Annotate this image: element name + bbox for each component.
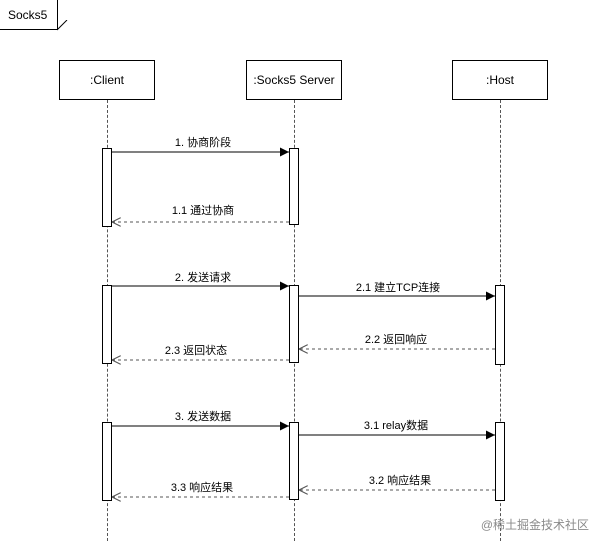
message-label-4: 2.1 建立TCP连接 [354,281,442,295]
participant-server: :Socks5 Server [246,60,342,100]
activation-server-1 [289,148,299,225]
activation-client-2 [102,285,112,364]
message-label-5: 2.2 返回响应 [363,333,429,347]
message-label-7: 3. 发送数据 [173,410,233,424]
activation-client-3 [102,422,112,501]
watermark: @稀土掘金技术社区 [480,518,589,532]
message-label-2: 1.1 通过协商 [170,204,236,218]
frame-title: Socks5 [0,0,58,30]
activation-host-2 [495,285,505,365]
participant-client: :Client [59,60,155,100]
message-label-8: 3.1 relay数据 [362,419,430,433]
frame-tab-corner-icon [57,20,68,31]
activation-server-2 [289,285,299,363]
message-label-6: 2.3 返回状态 [163,344,229,358]
activation-server-3 [289,422,299,500]
participant-host: :Host [452,60,548,100]
message-label-9: 3.2 响应结果 [367,474,433,488]
message-label-3: 2. 发送请求 [173,271,233,285]
message-label-1: 1. 协商阶段 [173,136,233,150]
activation-host-3 [495,422,505,501]
activation-client-1 [102,148,112,227]
message-label-10: 3.3 响应结果 [169,481,235,495]
